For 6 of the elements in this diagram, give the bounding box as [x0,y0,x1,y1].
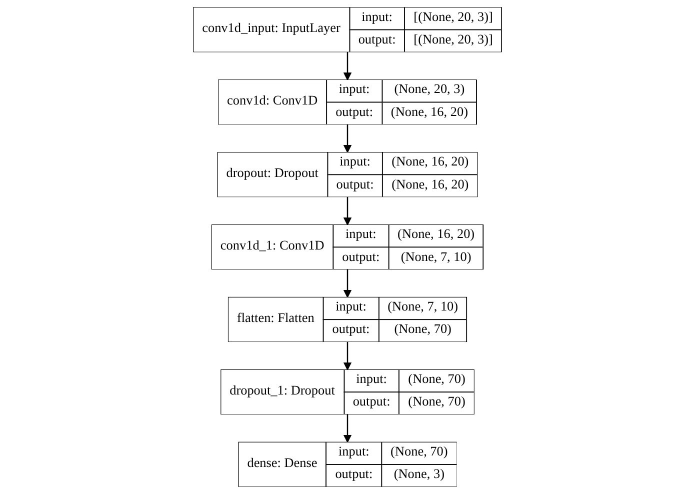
arrow [343,196,352,226]
arrow [343,269,352,298]
arrow [343,52,352,80]
arrow [343,342,352,370]
arrow [343,414,352,443]
arrow [343,124,352,153]
